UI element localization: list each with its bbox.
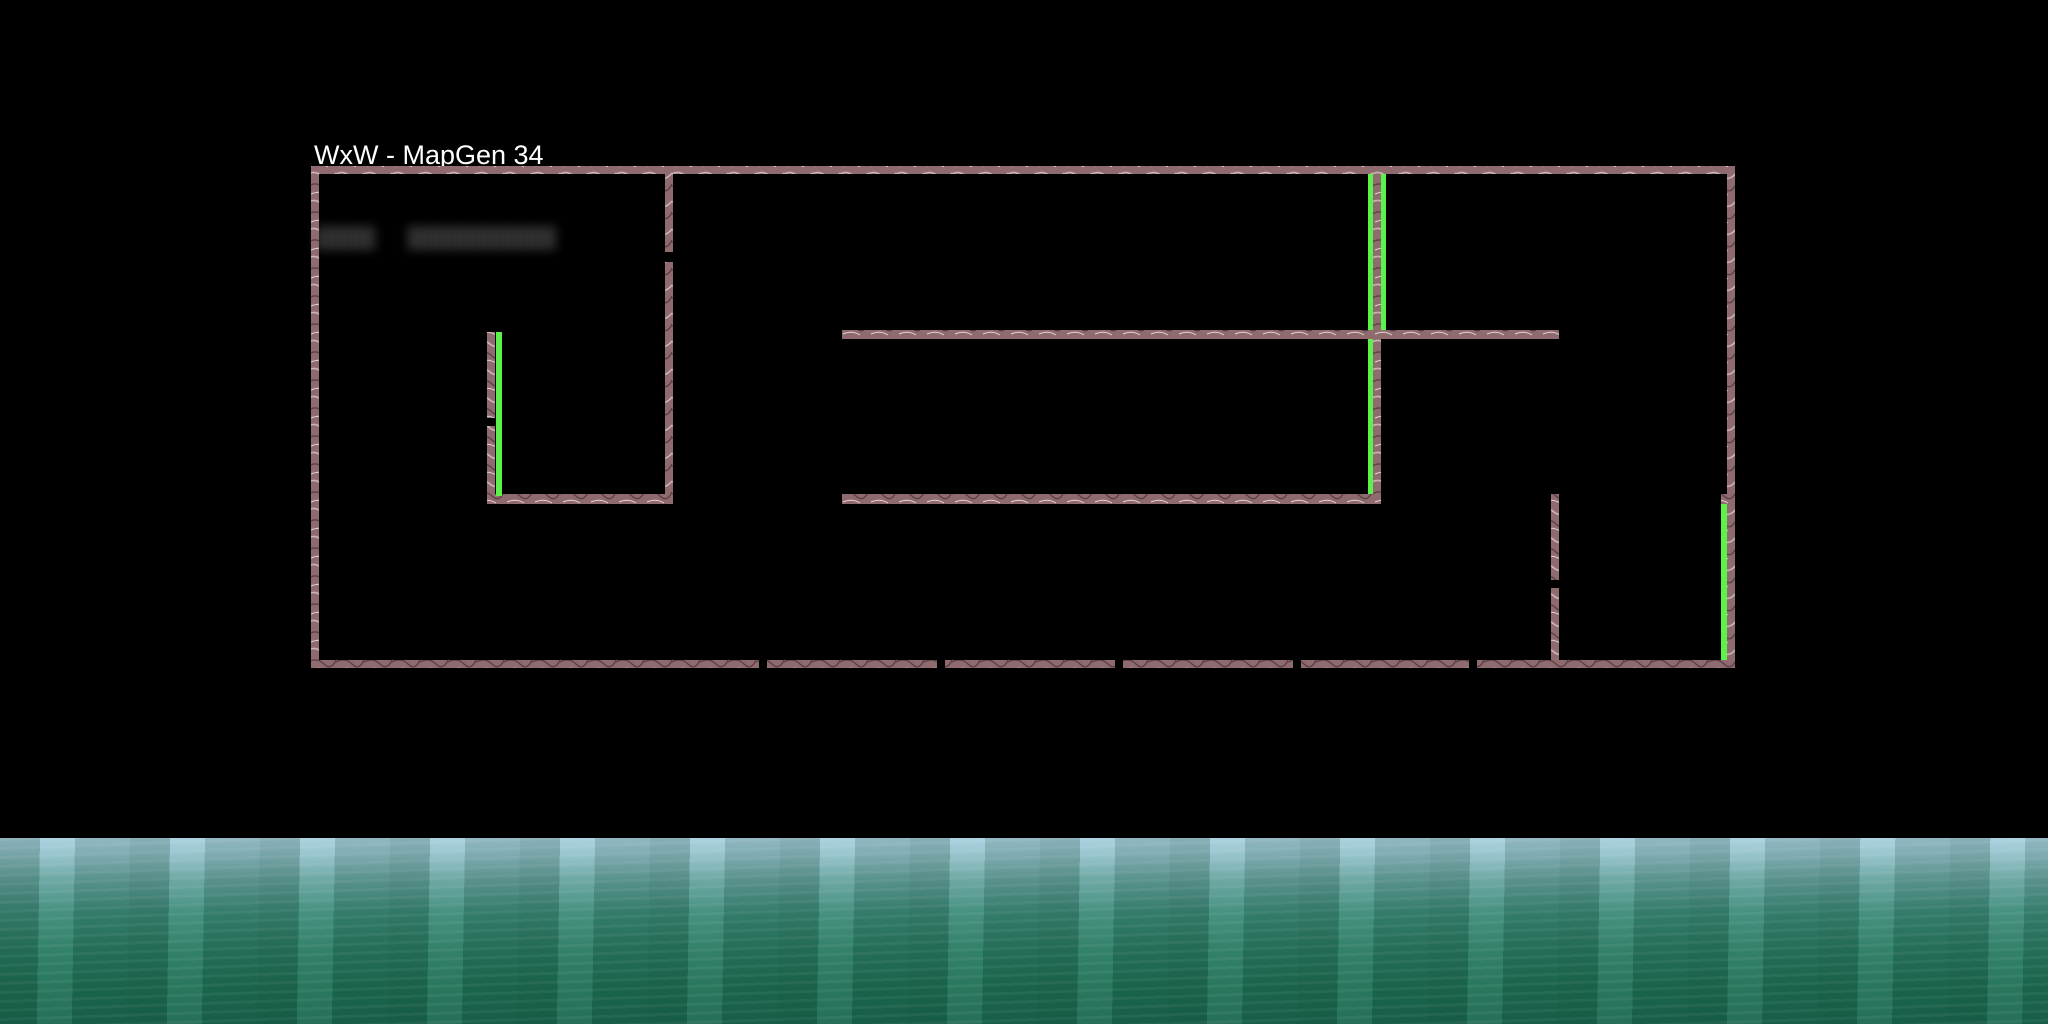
green-door-left-room	[496, 332, 502, 496]
green-door-right-room	[1721, 504, 1727, 660]
green-door-center-upper-b	[1381, 174, 1386, 330]
green-barriers	[496, 174, 1727, 660]
outer-walls	[311, 166, 1735, 668]
green-door-center-lower	[1368, 339, 1373, 494]
green-door-center-upper	[1368, 174, 1373, 330]
water-terrain	[0, 838, 2048, 1024]
blurred-hud-text	[316, 226, 556, 256]
inner-walls	[487, 166, 1729, 668]
map-title: WxW - MapGen 34	[314, 140, 544, 170]
